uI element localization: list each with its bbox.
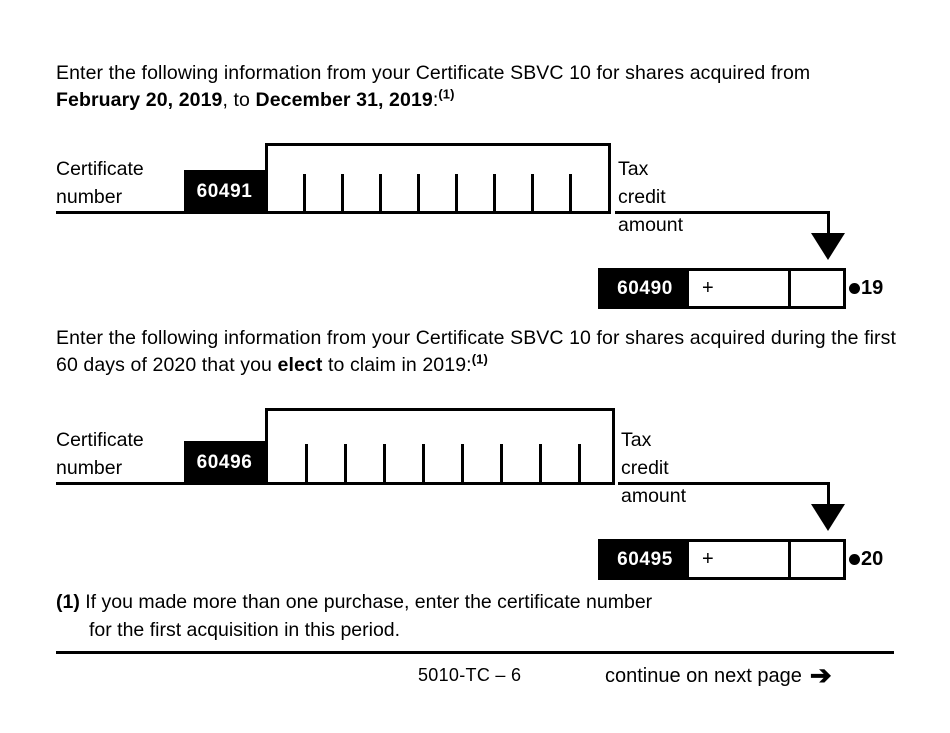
line-number-2: 20: [861, 548, 884, 570]
tax-credit-connector-horizontal-2: [618, 482, 830, 485]
tax-credit-connector-horizontal-1: [615, 211, 830, 214]
footnote-line-1: If you made more than one purchase, ente…: [85, 591, 653, 613]
certificate-number-input-1[interactable]: [265, 143, 611, 214]
comb-tick: [305, 444, 308, 485]
footnote: (1) If you made more than one purchase, …: [56, 588, 886, 644]
continue-next-page: continue on next page ➔: [605, 660, 832, 690]
section-1-instruction: Enter the following information from you…: [56, 60, 896, 114]
comb-tick: [569, 174, 572, 214]
line-number-marker-2: 20: [849, 548, 883, 571]
tax-credit-amount-label-1: Tax credit amount: [618, 158, 684, 236]
line-number-1: 19: [861, 277, 884, 299]
arrow-down-icon: [811, 504, 845, 531]
tax-credit-cents-input-1[interactable]: [791, 271, 843, 306]
certificate-number-input-2[interactable]: [265, 408, 615, 485]
continue-label: continue on next page: [605, 664, 802, 687]
instruction-middle: to claim in 2019: [322, 354, 467, 376]
comb-tick: [531, 174, 534, 214]
certificate-label-rule-1: [56, 211, 265, 214]
instruction-bold-date-end: December 31, 2019: [255, 89, 433, 111]
instruction-suffix: :: [432, 89, 439, 111]
comb-tick: [344, 444, 347, 485]
comb-tick: [379, 174, 382, 214]
comb-tick: [341, 174, 344, 214]
instruction-bold-date-start: February 20, 2019: [56, 89, 223, 111]
certificate-code-chip-2: 60496: [184, 441, 265, 485]
footnote-line-2: for the first acquisition in this period…: [89, 619, 401, 641]
instruction-prefix: Enter the following information from you…: [56, 62, 811, 84]
tax-credit-cents-input-2[interactable]: [791, 542, 843, 577]
comb-tick: [500, 444, 503, 485]
instruction-suffix: :: [466, 354, 472, 376]
comb-tick: [539, 444, 542, 485]
bullet-dot-icon: [849, 283, 860, 294]
comb-tick: [461, 444, 464, 485]
footer-divider: [56, 651, 894, 654]
certificate-label-rule-2: [56, 482, 265, 485]
tax-credit-connector-vertical-2: [827, 482, 830, 506]
comb-tick: [455, 174, 458, 214]
arrow-right-icon: ➔: [809, 660, 832, 690]
line-number-marker-1: 19: [849, 277, 883, 300]
certificate-number-label-1: Certificate number: [56, 158, 144, 208]
instruction-bold-elect: elect: [277, 354, 323, 376]
instruction-middle: , to: [222, 89, 256, 111]
comb-tick: [422, 444, 425, 485]
tax-credit-amount-label-2: Tax credit amount: [621, 429, 687, 507]
comb-tick: [493, 174, 496, 214]
form-identifier: 5010-TC – 6: [418, 665, 522, 685]
comb-tick: [303, 174, 306, 214]
certificate-number-label-2: Certificate number: [56, 429, 144, 479]
section-2-instruction: Enter the following information from you…: [56, 325, 896, 379]
footnote-mark: (1): [56, 591, 80, 613]
footnote-ref-icon: (1): [438, 86, 455, 102]
comb-tick: [417, 174, 420, 214]
bullet-dot-icon: [849, 554, 860, 565]
tax-credit-code-chip-2: 60495: [601, 542, 689, 577]
instruction-prefix: Enter the following information from you…: [56, 327, 897, 376]
comb-tick: [383, 444, 386, 485]
certificate-code-chip-1: 60491: [184, 170, 265, 214]
tax-credit-connector-vertical-1: [827, 211, 830, 235]
comb-tick: [578, 444, 581, 485]
arrow-down-icon: [811, 233, 845, 260]
tax-credit-amount-row-2: 60495 +: [598, 539, 846, 580]
footnote-ref-icon: (1): [471, 351, 488, 367]
tax-credit-code-chip-1: 60490: [601, 271, 689, 306]
tax-credit-dollars-input-2[interactable]: +: [689, 542, 791, 577]
tax-credit-amount-row-1: 60490 +: [598, 268, 846, 309]
tax-credit-dollars-input-1[interactable]: +: [689, 271, 791, 306]
